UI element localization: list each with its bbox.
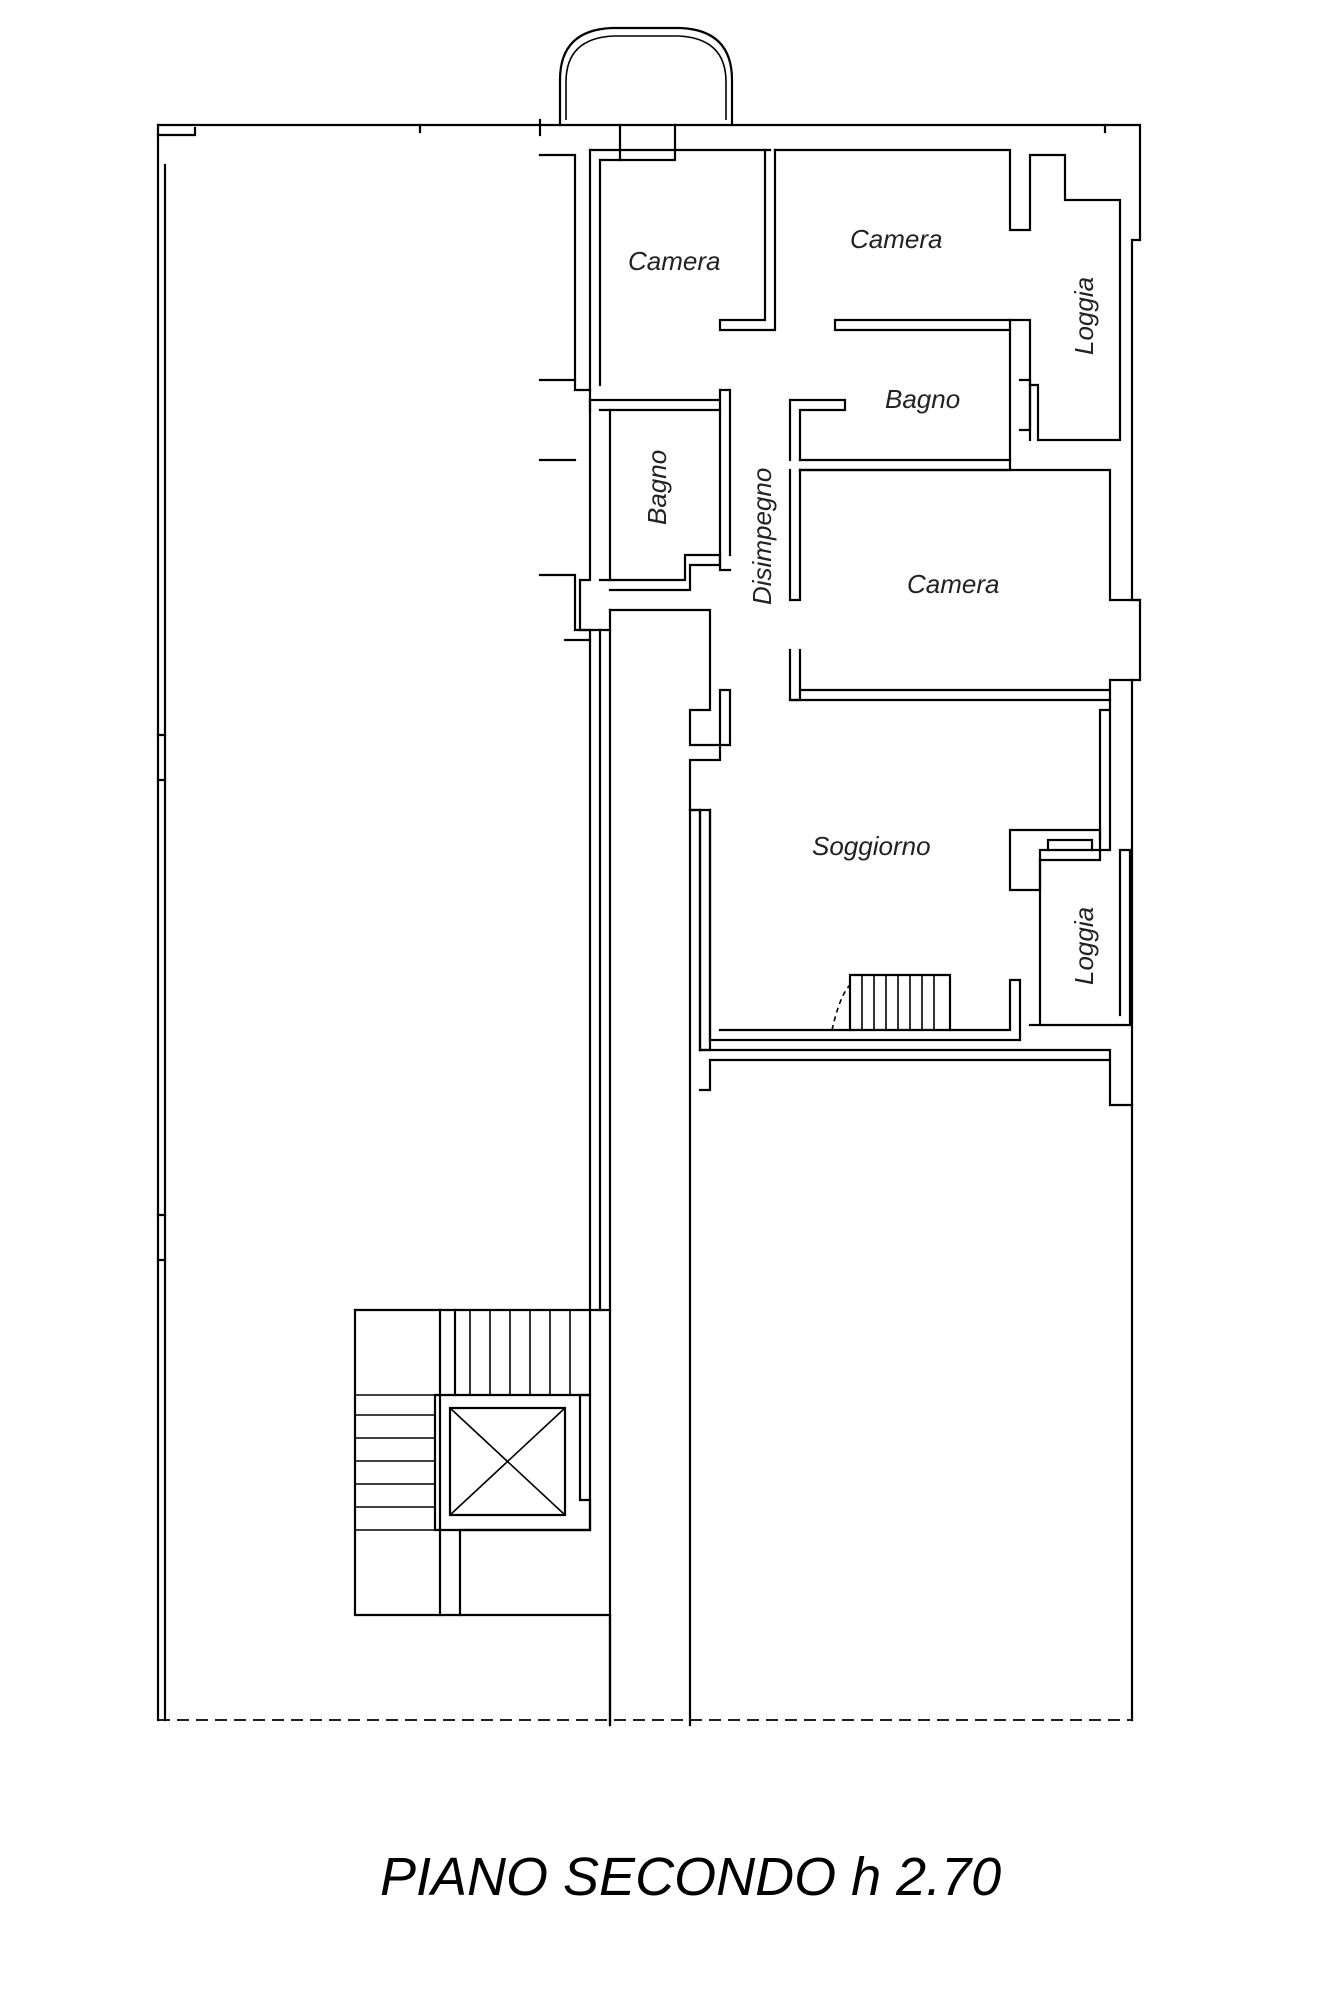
room-label-camera-1: Camera — [628, 246, 720, 276]
outer-walls — [156, 123, 1142, 1722]
internal-stair — [831, 973, 952, 1032]
stair-core — [353, 1308, 612, 1727]
room-label-camera-2: Camera — [850, 224, 942, 254]
room-label-camera-3: Camera — [907, 569, 999, 599]
room-label-bagno-2: Bagno — [642, 450, 672, 525]
room-label-loggia-1: Loggia — [1069, 277, 1099, 355]
room-label-disimpegno: Disimpegno — [747, 468, 777, 605]
apartment-walls — [538, 118, 1142, 1727]
room-label-bagno-1: Bagno — [885, 384, 960, 414]
plan-title: PIANO SECONDO h 2.70 — [380, 1847, 1001, 1907]
bay-window — [558, 26, 734, 127]
room-label-soggiorno: Soggiorno — [812, 831, 931, 861]
room-label-loggia-2: Loggia — [1069, 907, 1099, 985]
